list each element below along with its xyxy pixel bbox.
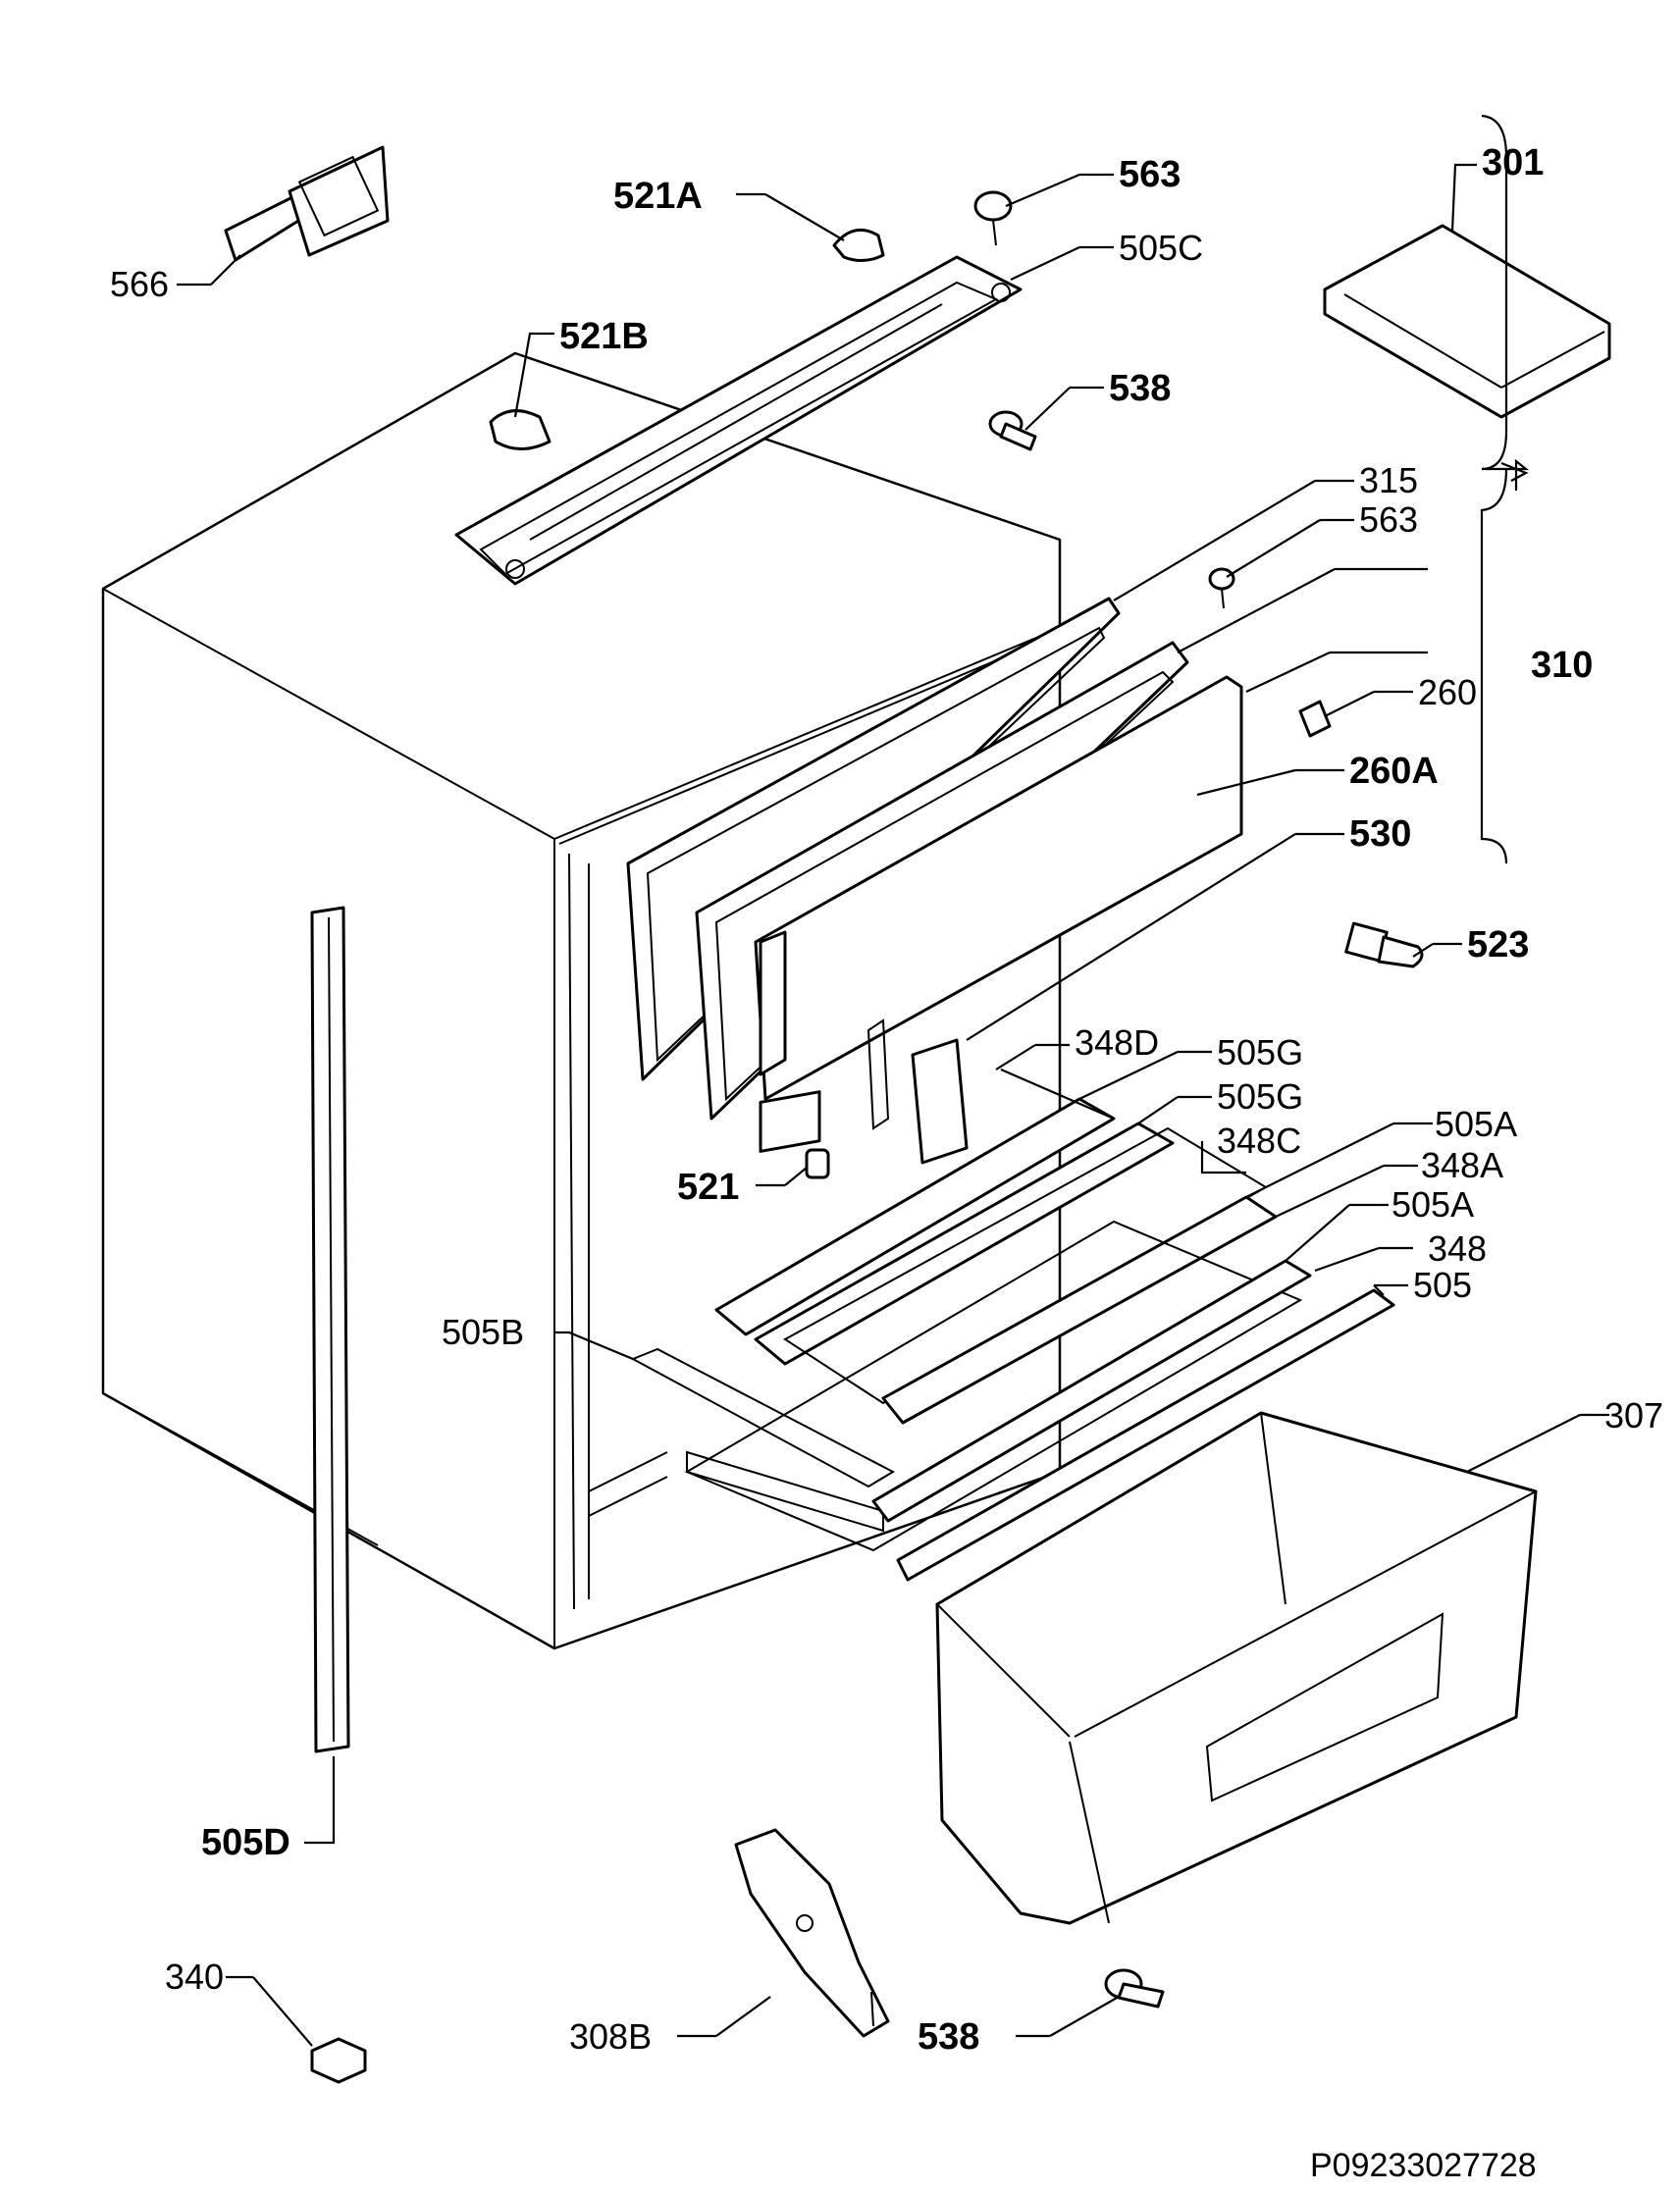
label-505B: 505B [442,1312,524,1352]
label-566: 566 [110,264,169,304]
label-505: 505 [1413,1265,1472,1305]
label-521: 521 [677,1167,739,1208]
label-260A: 260A [1349,751,1439,792]
label-523: 523 [1467,924,1529,966]
part-563-screw-top [973,190,1013,246]
label-530: 530 [1349,813,1411,855]
part-521B-cap [489,409,551,450]
part-505C-top-plate [454,255,1023,586]
part-530-door-panel [754,675,1243,1153]
part-566-handle [224,145,390,262]
label-505G-1: 505G [1217,1032,1303,1072]
label-260: 260 [1418,672,1477,712]
document-reference: P09233027728 [1310,2147,1537,2184]
part-505A-shelf-trim-2 [871,1259,1312,1523]
part-505D-seal-strip [310,906,350,1753]
label-315: 315 [1359,460,1418,500]
label-563-door: 563 [1359,499,1418,540]
part-340-block [310,2037,367,2084]
part-260-clip [1298,700,1332,738]
part-labels: 566 521A 563 505C 301 521B 538 315 563 3… [110,142,1663,2058]
label-348C: 348C [1217,1121,1301,1161]
label-310: 310 [1531,645,1593,686]
part-563-screw-door [1208,567,1235,609]
part-521A-cap [832,228,885,262]
label-505A-1: 505A [1435,1104,1517,1144]
label-521A: 521A [613,176,703,217]
label-521B: 521B [559,316,649,357]
part-307-drawer [935,1411,1538,1925]
part-538-hinge-pin-bottom [1104,1968,1165,2009]
part-308B-hinge [734,1828,890,2038]
label-348A: 348A [1421,1145,1503,1185]
part-301-ice-tray [1323,224,1611,419]
part-521-clip [805,1148,830,1179]
label-538-top: 538 [1109,368,1171,409]
label-307: 307 [1604,1395,1663,1435]
label-505C: 505C [1119,228,1203,268]
label-505G-2: 505G [1217,1076,1303,1117]
label-505D: 505D [201,1822,290,1863]
part-505-shelf-edge [896,1288,1395,1582]
label-348D: 348D [1075,1022,1159,1063]
part-348D-bracket [866,1018,969,1165]
part-505B-glass-shelf-lower [630,1220,1303,1552]
label-348: 348 [1428,1228,1487,1269]
label-538-bottom: 538 [918,2016,979,2058]
part-523-lamp [1344,921,1424,968]
label-505A-2: 505A [1391,1184,1474,1225]
leader-lines [177,163,1609,2047]
label-563-top: 563 [1119,154,1181,195]
part-538-hinge-pin-top [988,410,1037,451]
label-340: 340 [165,1957,224,1997]
bracket-310 [1480,114,1508,864]
label-301: 301 [1482,142,1544,183]
label-308B: 308B [569,2016,652,2057]
